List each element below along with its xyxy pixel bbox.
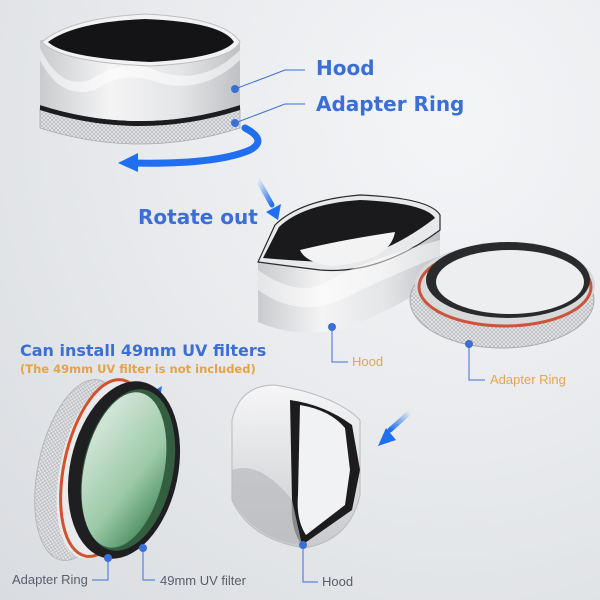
arrow-down-icon [255,177,275,208]
title-rotate-out: Rotate out [138,205,258,229]
rotate-arrow-icon [118,153,138,172]
arrow-down-left-icon [387,409,413,433]
label-adapter-ring-bottom: Adapter Ring [12,572,88,587]
label-uv-filter: 49mm UV filter [160,573,246,588]
separated-adapter-ring-illustration [409,242,595,381]
title-uv-filters: Can install 49mm UV filters [20,341,267,360]
label-hood-bottom: Hood [322,574,354,589]
note-filter-not-included: (The 49mm UV filter is not included) [20,362,256,376]
separated-hood-illustration [257,194,441,363]
label-adapter-ring-top: Adapter Ring [316,92,465,116]
label-hood-middle: Hood [352,354,384,369]
hood-front-illustration [231,384,361,583]
label-hood-top: Hood [316,56,375,80]
adapter-ring-with-uv-filter-illustration [34,378,181,581]
assembled-hood-illustration [39,13,305,172]
label-adapter-ring-middle: Adapter Ring [490,372,566,387]
